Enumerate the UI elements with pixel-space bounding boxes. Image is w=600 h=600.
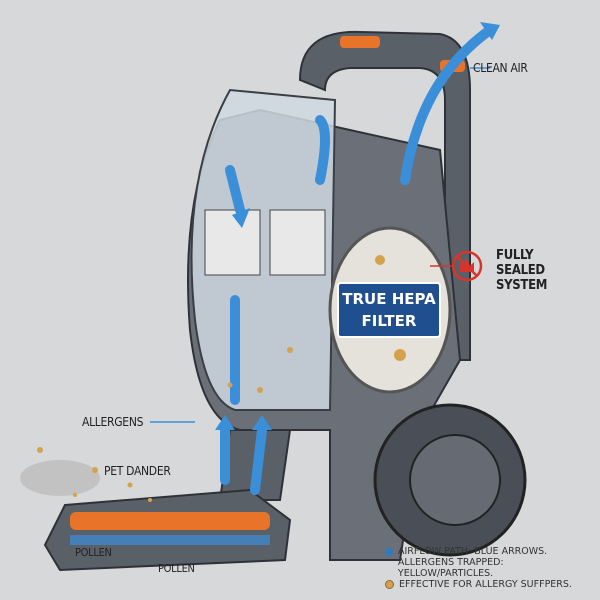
- legend-text: ALLERGENS TRAPPED: YELLOW/PARTICLES.: [397, 557, 504, 579]
- hepa-line: FILTER: [361, 312, 417, 330]
- label-pollen: POLLEN: [158, 562, 195, 575]
- arrow-head: [252, 415, 272, 430]
- legend-item: ALLERGENS TRAPPED: YELLOW/PARTICLES.: [385, 557, 600, 579]
- arrow-head: [215, 415, 235, 430]
- legend: AIRFLOW PATH: BLUE ARROWS. ALLERGENS TRA…: [385, 546, 600, 590]
- sealed-line: SEALED: [496, 263, 545, 278]
- sealed-line: FULLY: [496, 248, 534, 263]
- cyclone-filter: [204, 209, 261, 276]
- legend-text: EFFECTIVE FOR ALLERGY SUFFPERS.: [399, 579, 572, 590]
- arrow-head: [232, 208, 250, 228]
- label-clean-air: CLEAN AIR: [473, 61, 528, 75]
- hepa-filter-badge: TRUE HEPA FILTER: [337, 282, 441, 338]
- blue-dot-icon: [385, 547, 393, 556]
- allergen-particles: [37, 347, 293, 502]
- label-allergens: ALLERGENS: [82, 415, 144, 429]
- legend-item: AIRFLOW PATH: BLUE ARROWS.: [385, 546, 600, 557]
- label-fully-sealed-system: FULLY SEALED SYSTEM: [496, 248, 547, 293]
- label-pet-dander: PET DANDER: [104, 464, 171, 478]
- sealed-system-icon: [451, 250, 483, 282]
- sealed-line: SYSTEM: [496, 278, 548, 293]
- brush-bristles: [70, 535, 270, 545]
- label-pollen: POLLEN: [75, 546, 112, 559]
- spacer: [385, 564, 393, 572]
- hepa-line: TRUE HEPA: [342, 290, 436, 308]
- yellow-dot-icon: [385, 580, 394, 589]
- cyclone-filter: [269, 209, 326, 276]
- arrow-head: [480, 22, 500, 40]
- brush-roll: [70, 512, 270, 530]
- legend-item: EFFECTIVE FOR ALLERGY SUFFPERS.: [385, 579, 600, 590]
- airflow-arrows: [220, 25, 495, 495]
- dust-cloud: [20, 460, 100, 496]
- handle-accent: [340, 36, 380, 48]
- legend-text: AIRFLOW PATH: BLUE ARROWS.: [398, 546, 548, 557]
